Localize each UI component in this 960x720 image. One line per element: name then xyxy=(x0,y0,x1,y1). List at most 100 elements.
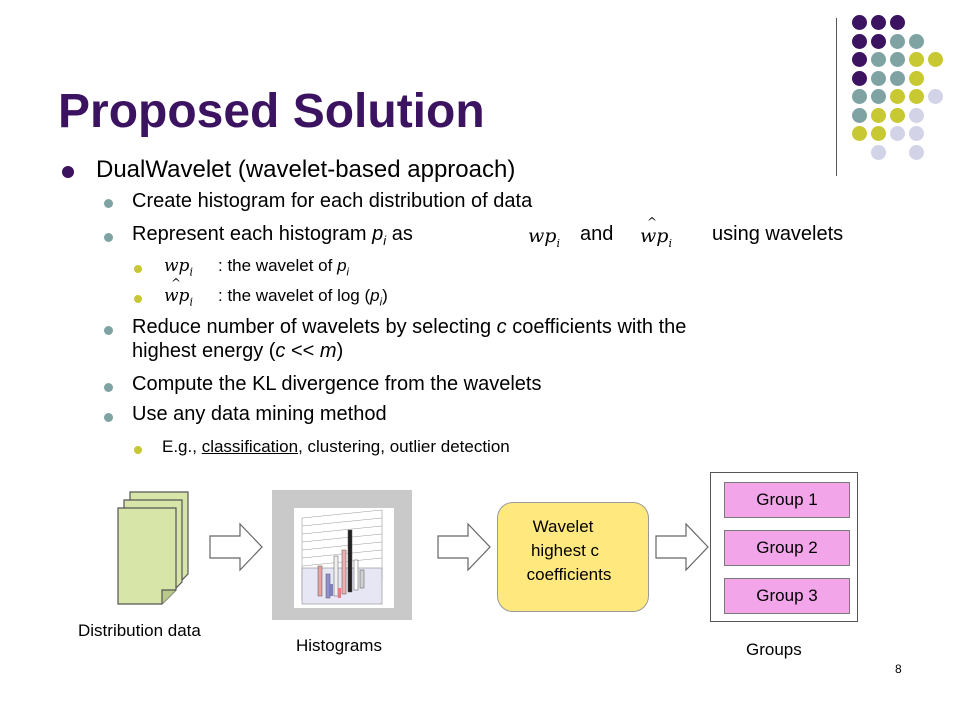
dot xyxy=(871,126,886,141)
dot xyxy=(871,15,886,30)
wavelet-coefficients-box: Wavelet highest c coefficients xyxy=(497,502,649,612)
dot xyxy=(890,126,905,141)
slide-title: Proposed Solution xyxy=(58,85,485,138)
dot xyxy=(928,89,943,104)
dot xyxy=(890,71,905,86)
bullet-marker xyxy=(104,383,113,392)
dot xyxy=(890,34,905,49)
text-using-wavelets: using wavelets xyxy=(712,223,844,245)
text: m xyxy=(319,340,337,362)
bullet-marker xyxy=(104,233,113,242)
dot xyxy=(890,108,905,123)
text: wp xyxy=(528,225,557,247)
dot xyxy=(871,71,886,86)
text: highest energy ( xyxy=(132,340,276,362)
bullet-marker xyxy=(62,166,74,178)
dot xyxy=(909,108,924,123)
dot xyxy=(928,52,943,67)
dot xyxy=(852,15,867,30)
dot xyxy=(909,34,924,49)
dot xyxy=(909,71,924,86)
bullet-reduce-wavelets-line2: highest energy (c << m) xyxy=(132,340,343,363)
text: Reduce number of wavelets by selecting xyxy=(132,316,497,338)
text: wp xyxy=(164,276,189,306)
bullet-examples: E.g., classification, clustering, outlie… xyxy=(162,437,510,457)
group-1-box: Group 1 xyxy=(724,482,850,518)
dot xyxy=(890,52,905,67)
text: , clustering, outlier detection xyxy=(298,437,510,456)
text: << xyxy=(285,340,320,362)
groups-label: Groups xyxy=(746,640,802,659)
text: as xyxy=(386,223,413,245)
text: coefficients with the xyxy=(506,316,687,338)
dot xyxy=(852,89,867,104)
dot xyxy=(852,52,867,67)
formula-wp: wpi xyxy=(164,256,193,278)
text: ) xyxy=(382,286,388,305)
bullet-wavelet-of-log-p: : the wavelet of log (pi) xyxy=(218,286,388,308)
distribution-documents-icon xyxy=(117,491,189,605)
text: i xyxy=(189,265,193,279)
wavelet-line: highest c xyxy=(530,541,600,560)
bullet-dualwavelet: DualWavelet (wavelet-based approach) xyxy=(96,156,516,183)
dot xyxy=(871,34,886,49)
bullet-wavelet-of-p: : the wavelet of pi xyxy=(218,256,349,278)
bullet-marker xyxy=(134,295,142,303)
text: i xyxy=(668,236,672,250)
wavelet-line: coefficients xyxy=(526,565,612,584)
text: c xyxy=(496,316,507,338)
dot xyxy=(890,15,905,30)
text: Represent each histogram xyxy=(132,223,373,245)
dot xyxy=(852,126,867,141)
text-and: and xyxy=(580,223,614,245)
distribution-data-label: Distribution data xyxy=(78,621,201,640)
dot xyxy=(871,89,886,104)
text: i xyxy=(346,266,349,279)
text: ) xyxy=(336,340,344,362)
wavelet-line: Wavelet xyxy=(532,517,594,536)
arrow-right-icon xyxy=(209,522,263,572)
bullet-create-histogram: Create histogram for each distribution o… xyxy=(132,190,533,212)
dot xyxy=(909,52,924,67)
text: p xyxy=(337,256,347,275)
arrow-right-icon xyxy=(437,522,491,572)
text: p xyxy=(372,223,384,245)
bullet-reduce-wavelets: Reduce number of wavelets by selecting c… xyxy=(132,316,686,339)
text: : the wavelet of log ( xyxy=(218,286,371,305)
group-3-box: Group 3 xyxy=(724,578,850,614)
divider-line xyxy=(836,18,837,176)
dot xyxy=(871,145,886,160)
text: wp xyxy=(640,215,668,247)
text: p xyxy=(370,286,380,305)
dot xyxy=(871,108,886,123)
classification-link[interactable]: classification xyxy=(201,437,299,456)
bullet-marker xyxy=(104,199,113,208)
bullet-compute-kl: Compute the KL divergence from the wavel… xyxy=(132,373,542,395)
bullet-marker xyxy=(104,413,113,422)
dot xyxy=(909,89,924,104)
bullet-marker xyxy=(104,326,113,335)
text: i xyxy=(556,236,560,250)
text: E.g., xyxy=(162,437,202,456)
text: : the wavelet of xyxy=(218,256,338,275)
text: wp xyxy=(164,256,190,276)
bullet-marker xyxy=(134,265,142,273)
text: i xyxy=(379,296,383,309)
dot xyxy=(852,108,867,123)
slide-number: 8 xyxy=(895,662,902,676)
histograms-label: Histograms xyxy=(296,636,382,655)
bullet-data-mining: Use any data mining method xyxy=(132,403,387,425)
arrow-right-icon xyxy=(655,522,709,572)
text: c xyxy=(275,340,286,362)
dot xyxy=(871,52,886,67)
formula-wp-hat: wpi xyxy=(640,215,672,250)
formula-wp: wpi xyxy=(528,225,560,250)
bullet-marker xyxy=(134,446,142,454)
group-2-box: Group 2 xyxy=(724,530,850,566)
dot xyxy=(852,71,867,86)
histogram-chart-icon xyxy=(272,490,412,620)
text: i xyxy=(383,233,387,248)
text: i xyxy=(189,295,193,309)
dot xyxy=(909,126,924,141)
dot xyxy=(890,89,905,104)
